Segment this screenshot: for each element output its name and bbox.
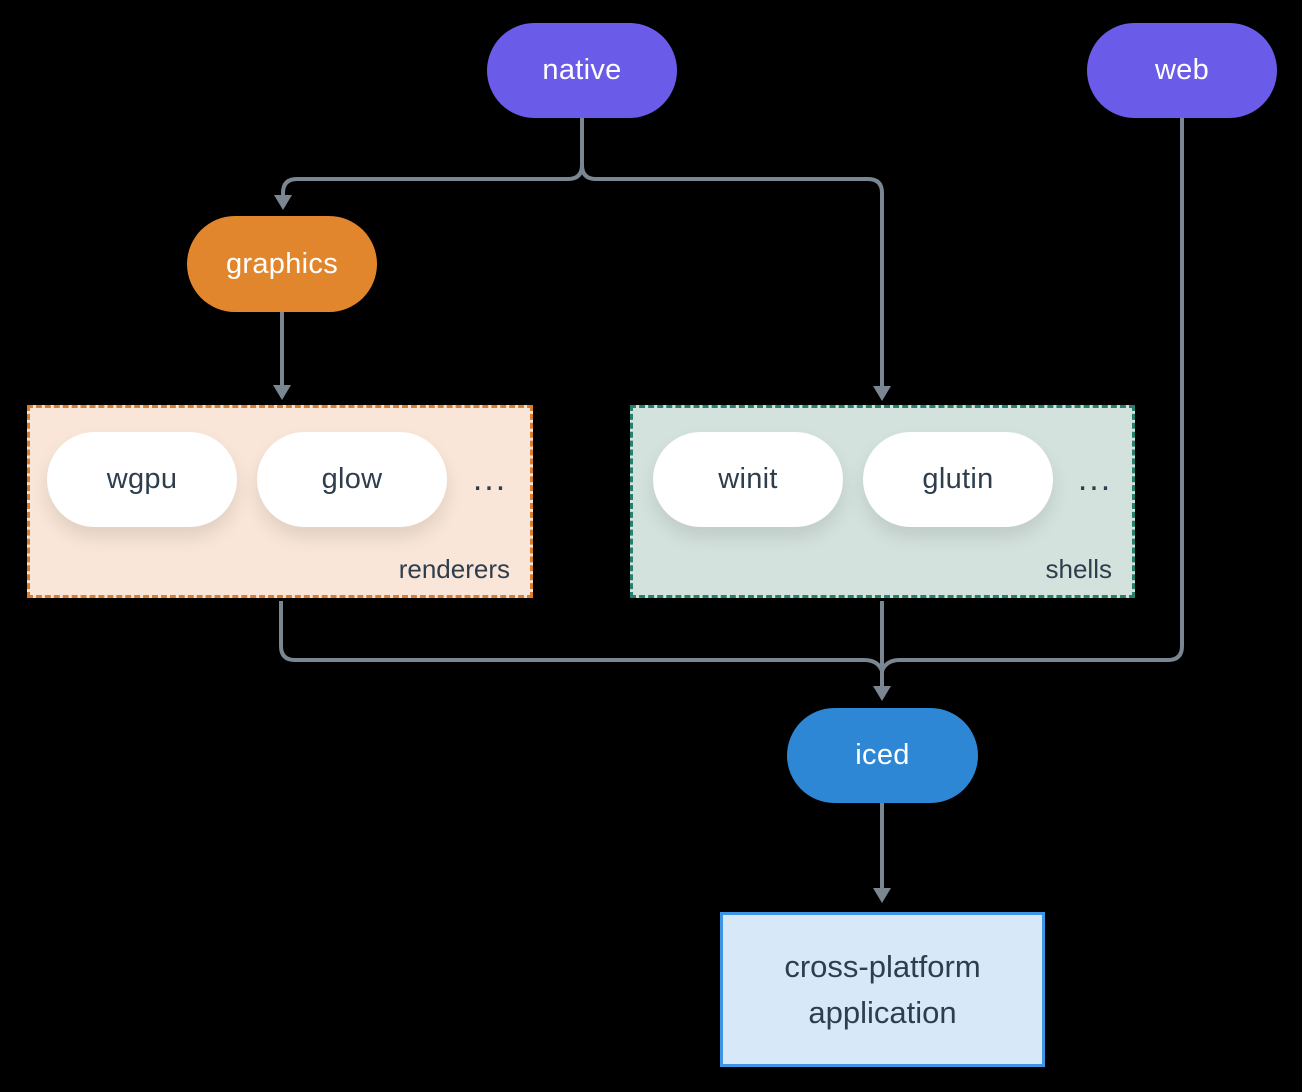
application-label-line1: cross-platform [784,948,981,984]
group-shells: winit glutin ... shells [630,405,1135,598]
arrowhead-graphics [274,195,292,210]
node-glutin-label: glutin [922,463,994,495]
node-web: web [1087,23,1277,118]
application-label-line2: application [808,994,957,1030]
arrowhead-renderers [273,385,291,400]
node-wgpu: wgpu [47,432,237,527]
node-glow-label: glow [321,463,383,495]
node-web-label: web [1154,54,1210,86]
renderers-ellipsis: ... [472,460,508,498]
edge-web-iced [880,118,1184,672]
node-winit-label: winit [718,463,778,495]
arrowhead-shells [873,386,891,401]
arrowhead-iced [873,686,891,701]
node-cross-platform-application: cross-platform application [720,912,1045,1067]
edge-native-graphics [281,118,584,197]
node-winit: winit [653,432,843,527]
shells-group-label: shells [1045,554,1112,584]
edge-native-shells [580,118,884,388]
node-iced-label: iced [855,739,910,771]
renderers-group-label: renderers [398,554,510,584]
node-graphics: graphics [187,216,377,312]
group-renderers: wgpu glow ... renderers [27,405,533,598]
node-glutin: glutin [863,432,1053,527]
node-native: native [487,23,677,118]
edge-renderers-iced [279,601,884,672]
node-glow: glow [257,432,447,527]
shells-ellipsis: ... [1077,460,1113,498]
node-native-label: native [542,54,622,86]
node-iced: iced [787,708,978,803]
node-graphics-label: graphics [225,247,338,280]
arrowhead-application [873,888,891,903]
node-wgpu-label: wgpu [106,463,178,495]
